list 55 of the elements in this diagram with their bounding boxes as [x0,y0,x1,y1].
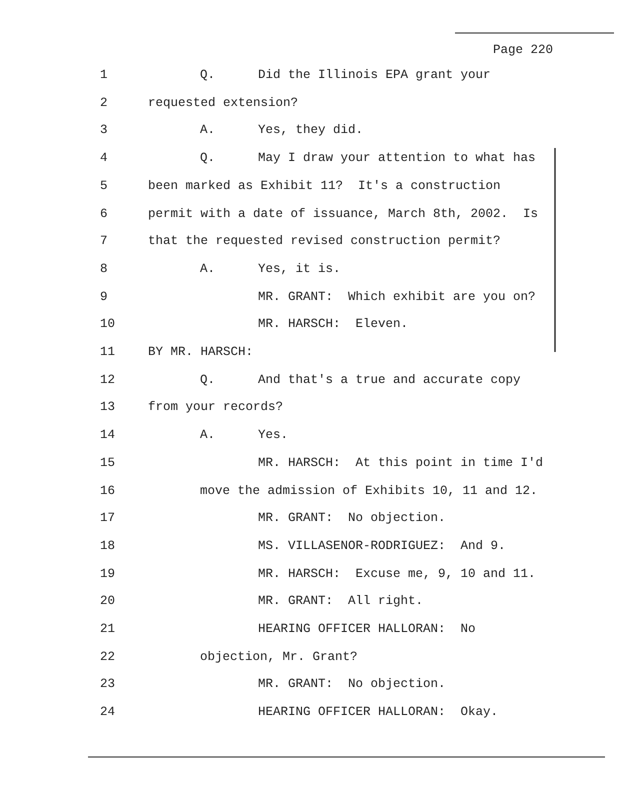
transcript-line: MR. GRANT: All right. [258,594,424,610]
transcript-line: Yes. [258,428,288,444]
transcript-line: permit with a date of issuance, March 8th, 2002. Is [148,206,538,222]
speaker-marker: A. [200,262,216,277]
line-number: 19 [100,566,116,582]
transcript-line: MR. GRANT: No objection. [258,677,446,692]
transcript-line: HEARING OFFICER HALLORAN: Okay. [258,705,498,720]
transcript-line: BY MR. HARSCH: [148,345,254,360]
transcript-line: HEARING OFFICER HALLORAN: No [258,622,476,637]
transcript-line: MS. VILLASENOR-RODRIGUEZ: And 9. [258,538,506,554]
line-number: 10 [100,317,116,332]
line-number: 14 [100,428,116,444]
transcript-line: MR. HARSCH: At this point in time I'd [258,456,544,471]
line-number: 15 [100,456,116,471]
transcript-line: And that's a true and accurate copy [258,372,521,388]
transcript-line: MR. GRANT: Which exhibit are you on? [258,290,536,305]
line-number: 18 [100,538,116,554]
speaker-marker: Q. [200,151,216,166]
speaker-marker: A. [200,123,216,138]
line-number: 13 [100,400,116,416]
transcript-line: Yes, they did. [258,123,364,138]
line-number: 11 [100,345,116,360]
line-number: 22 [100,650,116,665]
transcript-line: Yes, it is. [258,262,341,277]
transcript-line: MR. GRANT: No objection. [258,511,446,526]
line-number: 2 [100,96,108,111]
line-number: 4 [100,151,108,166]
line-number: 5 [100,178,108,194]
transcript-line: Did the Illinois EPA grant your [258,68,491,83]
line-number: 20 [100,594,116,610]
speaker-marker: Q. [200,68,216,83]
line-number: 9 [100,290,108,305]
transcript-line: that the requested revised construction permit? [148,234,501,250]
transcript-line: objection, Mr. Grant? [200,650,358,665]
transcript-line: MR. HARSCH: Excuse me, 9, 10 and 11. [258,566,536,582]
line-number: 17 [100,511,116,526]
line-number: 12 [100,372,116,388]
line-number: 6 [100,206,108,222]
speaker-marker: A. [200,428,216,444]
line-number: 21 [100,622,116,637]
line-number: 3 [100,123,108,138]
transcript-line: requested extension? [148,96,298,111]
line-number: 1 [100,68,108,83]
transcript-line: move the admission of Exhibits 10, 11 and 12. [200,484,538,498]
line-number: 24 [100,705,116,720]
transcript-line: May I draw your attention to what has [258,151,536,166]
page-number: Page 220 [493,43,554,58]
line-number: 7 [100,234,108,250]
line-number: 23 [100,677,116,692]
speaker-marker: Q. [200,372,216,388]
transcript-line: MR. HARSCH: Eleven. [258,317,408,332]
transcript-line: from your records? [148,400,284,416]
transcript-line: been marked as Exhibit 11? It's a construction [148,178,501,194]
line-number: 8 [100,262,108,277]
line-number: 16 [100,484,116,498]
